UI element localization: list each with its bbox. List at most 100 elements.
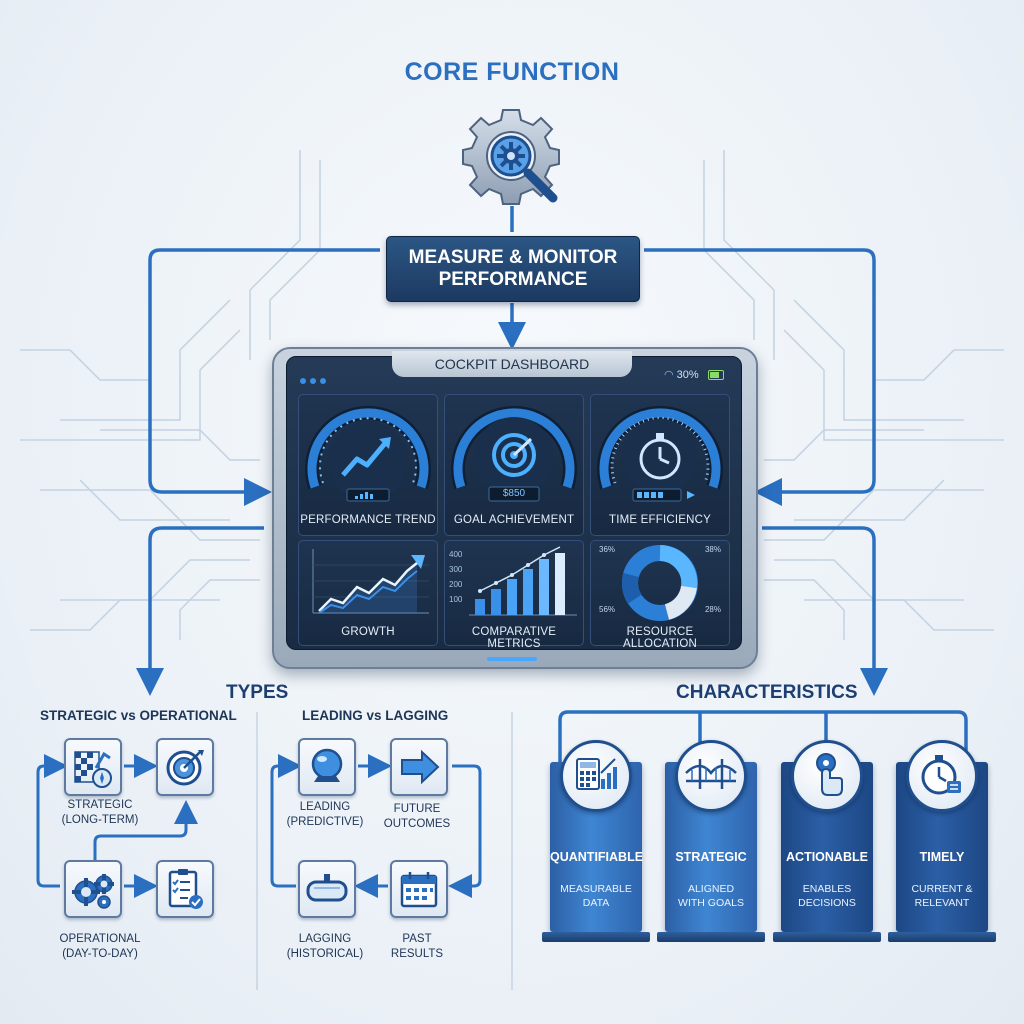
measure-line-2: PERFORMANCE [438,269,588,290]
axis-ticks: 400 300 200 100 [449,547,462,607]
characteristics-heading: CHARACTERISTICS [676,682,858,703]
characteristic-desc-line2: RELEVANT [914,897,970,909]
future-outcomes-caption: FUTURE OUTCOMES [372,802,462,832]
characteristic-title: TIMELY [919,850,965,864]
resource-donut-chart [622,545,698,621]
banner-base [888,932,996,942]
rearview-mirror-icon [298,860,356,918]
strategic-caption: STRATEGIC (LONG-TERM) [40,798,160,828]
chart-growth: GROWTH [298,540,438,646]
leading-caption-line2: (PREDICTIVE) [286,816,364,828]
leading-vs-lagging-heading: LEADING vs LAGGING [302,708,449,723]
characteristic-desc-line1: MEASURABLE [560,883,632,895]
crystal-ball-icon [298,738,356,796]
axis-tick: 300 [449,565,463,574]
trend-gauge-icon [305,405,431,502]
target-gauge-icon [451,405,577,502]
chart-label-resource: RESOURCE ALLOCATION [623,626,697,650]
characteristic-desc: ALIGNED WITH GOALS [665,882,757,910]
chart-comparative-metrics: 400 300 200 100 COMPARATIVE METRICS [444,540,584,650]
chart-label-growth: GROWTH [341,626,395,638]
arrow-to-types [136,526,264,696]
stopwatch-gauge-icon [597,405,723,502]
past-caption-line2: RESULTS [390,948,444,960]
characteristic-desc: MEASURABLE DATA [550,882,642,910]
operational-caption-line2: (DAY-TO-DAY) [62,948,138,960]
operational-gears-icon [64,860,122,918]
lagging-caption-line1: LAGGING [298,933,352,945]
pct-bottom-right: 28% [704,605,721,614]
characteristic-title: ACTIONABLE [786,850,868,864]
banner-base [542,932,650,942]
characteristic-desc-line1: ALIGNED [687,883,735,895]
strategic-caption-line1: STRATEGIC [67,799,133,811]
axis-tick: 400 [449,550,463,559]
banner-base [773,932,881,942]
core-function-title: CORE FUNCTION [404,58,620,86]
axis-tick: 200 [449,580,463,589]
characteristic-desc: ENABLES DECISIONS [781,882,873,910]
leading-caption-line1: LEADING [299,801,351,813]
gauge-goal-achievement: $850 GOAL ACHIEVEMENT [444,394,584,536]
past-caption-line1: PAST [402,933,432,945]
arrow-right-loop [644,248,876,506]
calendar-icon [390,860,448,918]
strategic-caption-line2: (LONG-TERM) [61,814,139,826]
goal-readout: $850 [502,488,526,499]
characteristic-desc-line1: ENABLES [802,883,852,895]
characteristic-desc: CURRENT & RELEVANT [896,882,988,910]
hand-touch-gear-icon [791,740,863,812]
characteristic-desc-line2: DECISIONS [798,897,856,909]
leading-caption: LEADING (PREDICTIVE) [270,800,380,830]
gauge-label-performance: PERFORMANCE TREND [300,514,436,526]
lagging-caption: LAGGING (HISTORICAL) [270,932,380,962]
gauge-label-time: TIME EFFICIENCY [608,514,712,526]
circuit-lines-left [20,150,321,640]
forward-arrow-icon [390,738,448,796]
types-heading: TYPES [226,682,289,703]
strategic-icon [64,738,122,796]
lagging-caption-line2: (HISTORICAL) [286,948,364,960]
gauge-performance-trend: PERFORMANCE TREND [298,394,438,536]
arrow-to-characteristics [762,526,888,696]
characteristic-desc-line2: WITH GOALS [678,897,744,909]
characteristic-title: STRATEGIC [675,850,747,864]
measure-monitor-box: MEASURE & MONITOR PERFORMANCE [386,236,640,302]
window-dots [300,371,330,389]
comparative-bar-chart [469,546,577,616]
pct-bottom-left: 56% [599,605,616,614]
future-caption-line2: OUTCOMES [383,818,451,830]
gauge-label-goal: GOAL ACHIEVEMENT [453,514,575,526]
gear-magnifier-icon [456,104,576,219]
banner-base [657,932,765,942]
dashboard-title: COCKPIT DASHBOARD [392,351,632,377]
growth-line-chart [312,549,429,614]
pct-top-right: 38% [704,545,721,554]
gauge-time-efficiency: TIME EFFICIENCY [590,394,730,536]
chart-resource-allocation: 36% 38% 56% 28% RESOURCE ALLOCATION [590,540,730,650]
bridge-icon [675,740,747,812]
measure-line-1: MEASURE & MONITOR [408,247,618,268]
characteristic-desc-line1: CURRENT & [911,883,973,895]
operational-caption-line1: OPERATIONAL [59,933,141,945]
calculator-chart-icon [560,740,632,812]
battery-icon [707,370,724,381]
arrow-left-loop [148,248,380,506]
signal-text: 30% [676,369,699,381]
status-indicators: ◠ 30% [664,368,724,381]
axis-tick: 100 [449,595,463,604]
stopwatch-icon [906,740,978,812]
pct-top-left: 36% [599,545,616,554]
wifi-icon: ◠ [664,369,674,381]
future-caption-line1: FUTURE [393,803,441,815]
target-icon [156,738,214,796]
past-results-caption: PAST RESULTS [372,932,462,962]
chart-label-comparative: COMPARATIVE METRICS [471,626,557,650]
characteristic-title: QUANTIFIABLE [550,850,644,864]
operational-caption: OPERATIONAL (DAY-TO-DAY) [30,932,170,962]
dashboard-home-indicator [487,657,537,661]
checklist-icon [156,860,214,918]
characteristic-desc-line2: DATA [582,897,610,909]
strategic-vs-operational-heading: STRATEGIC vs OPERATIONAL [40,708,237,723]
